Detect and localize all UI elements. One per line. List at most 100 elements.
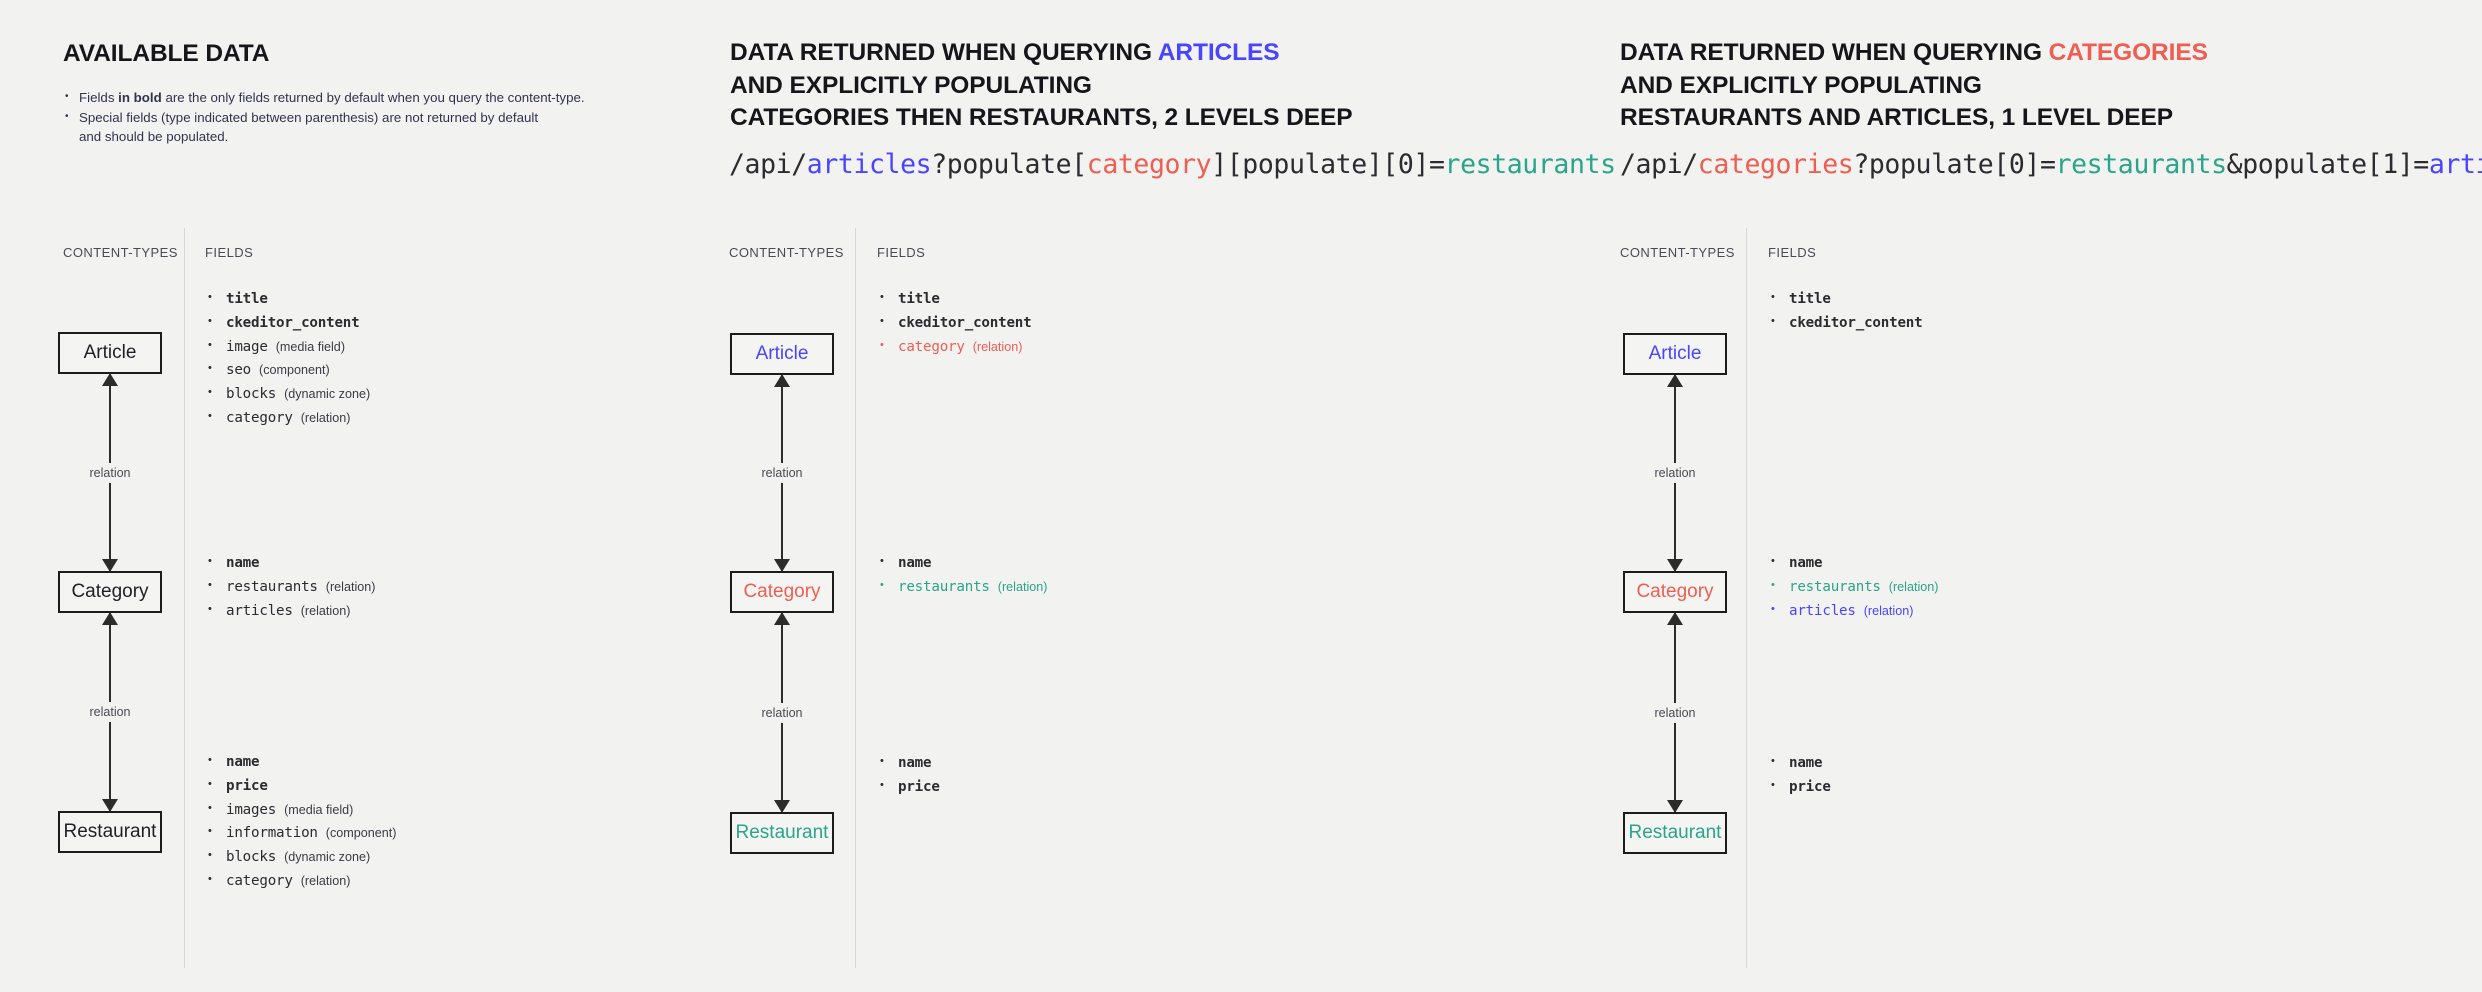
field-row: restaurants (relation) [205,577,376,595]
panel-3-colheader-fields: FIELDS [1768,245,1817,260]
relation-label: relation [84,702,136,722]
field-name: price [1789,778,1831,795]
field-name: ckeditor_content [1789,314,1923,331]
field-type: (relation) [300,603,351,618]
field-name: seo [226,362,252,379]
entity-box-category-2[interactable]: Category [730,571,834,613]
url-segment: ?populate[ [931,149,1087,180]
field-type: (relation) [300,410,351,425]
entity-box-article-3[interactable]: Article [1623,333,1727,375]
panel-2-api-url: /api/articles?populate[category][populat… [729,149,1616,180]
field-row: name [1768,753,1831,771]
panel-2-colheader-content-types: CONTENT-TYPES [729,245,844,260]
field-name: name [226,555,260,571]
field-name: image [226,338,268,355]
relation-label: relation [1649,463,1701,483]
relation-connector-article-category-1: relation [84,373,136,572]
field-row: title [877,289,1031,307]
url-segment: /api/ [1620,149,1698,180]
url-segment: /api/ [729,149,807,180]
field-name: name [898,755,932,771]
url-segment: restaurants [2055,149,2228,180]
field-row: image(media field) [205,337,370,355]
field-name: category [226,409,293,426]
field-group-category-1: name restaurants (relation) articles (relati… [205,553,376,626]
field-name: blocks [226,386,277,403]
field-row: name [877,553,1047,571]
field-type: (relation) [1888,579,1939,594]
url-segment: articles [806,149,932,180]
entity-box-restaurant-1[interactable]: Restaurant [58,811,162,853]
entity-box-restaurant-3[interactable]: Restaurant [1623,812,1727,854]
field-type: (relation) [1863,603,1914,618]
legend-note-item: Special fields (type indicated between p… [63,107,585,147]
field-name: title [898,291,940,307]
legend-note-continuation: and should be populated. [79,129,229,144]
panel-2-heading: DATA RETURNED WHEN QUERYING ARTICLES AND … [730,37,1353,135]
field-name: blocks [226,849,277,866]
field-type: (relation) [972,339,1023,354]
field-group-restaurant-3: name price [1768,753,1831,803]
heading-line: DATA RETURNED WHEN QUERYING CATEGORIES [1620,39,2208,66]
panel-3-colheader-content-types: CONTENT-TYPES [1620,245,1735,260]
field-group-category-2: name restaurants (relation) [877,553,1048,603]
field-row: name [205,553,375,571]
field-name: name [898,555,932,571]
legend-note-bold: in bold [118,90,162,105]
arrowhead-up-icon [1667,612,1683,625]
field-type: (relation) [325,579,376,594]
field-group-category-3: namerestaurants(relation)articles(relati… [1768,553,1939,626]
entity-box-category-1[interactable]: Category [58,571,162,613]
field-name: restaurants [898,578,990,595]
field-row: articles (relation) [205,601,375,619]
field-type: (component) [325,826,397,841]
field-name: title [1789,291,1831,307]
field-name: ckeditor_content [226,314,360,331]
relation-connector-category-restaurant-1: relation [84,612,136,812]
relation-label: relation [756,463,808,483]
field-group-article-2: title ckeditor_content category(relation) [877,289,1032,362]
arrowhead-down-icon [102,799,118,812]
field-row: price [205,776,396,794]
field-type: (relation) [997,579,1048,594]
field-row: title [1768,289,1922,307]
field-row: restaurants(relation) [1768,577,1939,595]
panel-2-colheader-fields: FIELDS [877,245,926,260]
url-segment: category [1086,149,1212,180]
url-segment: categories [1697,149,1854,180]
field-row: name [1768,553,1938,571]
panel-1-colheader-content-types: CONTENT-TYPES [63,245,178,260]
field-row: name [205,752,396,770]
field-name: ckeditor_content [898,314,1032,331]
panel-1-colheader-fields: FIELDS [205,245,254,260]
panel-separator-1 [184,228,185,968]
relation-label: relation [84,462,136,483]
heading-line: AVAILABLE DATA [63,40,270,67]
arrowhead-up-icon [774,374,790,387]
entity-box-article-1[interactable]: Article [58,332,162,374]
field-row: category(relation) [205,871,396,889]
relation-label: relation [1649,702,1701,723]
field-row: title [205,289,370,307]
legend-notes: Fields in bold are the only fields retur… [63,87,585,147]
arrowhead-up-icon [774,612,790,625]
arrowhead-up-icon [102,612,118,625]
field-name: articles [226,602,293,619]
field-row: category(relation) [877,337,1031,355]
url-segment: restaurants [1444,149,1617,180]
heading-line: AND EXPLICITLY POPULATING [1620,71,1982,99]
field-name: title [226,291,268,307]
panel-3-api-url: /api/categories?populate[0]=restaurants&… [1620,149,2482,180]
field-row: blocks(dynamic zone) [205,847,396,866]
relation-connector-category-restaurant-2: relation [756,612,808,813]
heading-line: AND EXPLICITLY POPULATING [730,71,1092,99]
entity-box-article-2[interactable]: Article [730,333,834,375]
relation-label: relation [756,702,808,723]
field-name: images [226,801,277,818]
heading-line: DATA RETURNED WHEN QUERYING ARTICLES [730,39,1280,66]
entity-box-restaurant-2[interactable]: Restaurant [730,812,834,854]
field-row: images(media field) [205,800,396,818]
field-name: restaurants [226,578,318,595]
entity-box-category-3[interactable]: Category [1623,571,1727,613]
